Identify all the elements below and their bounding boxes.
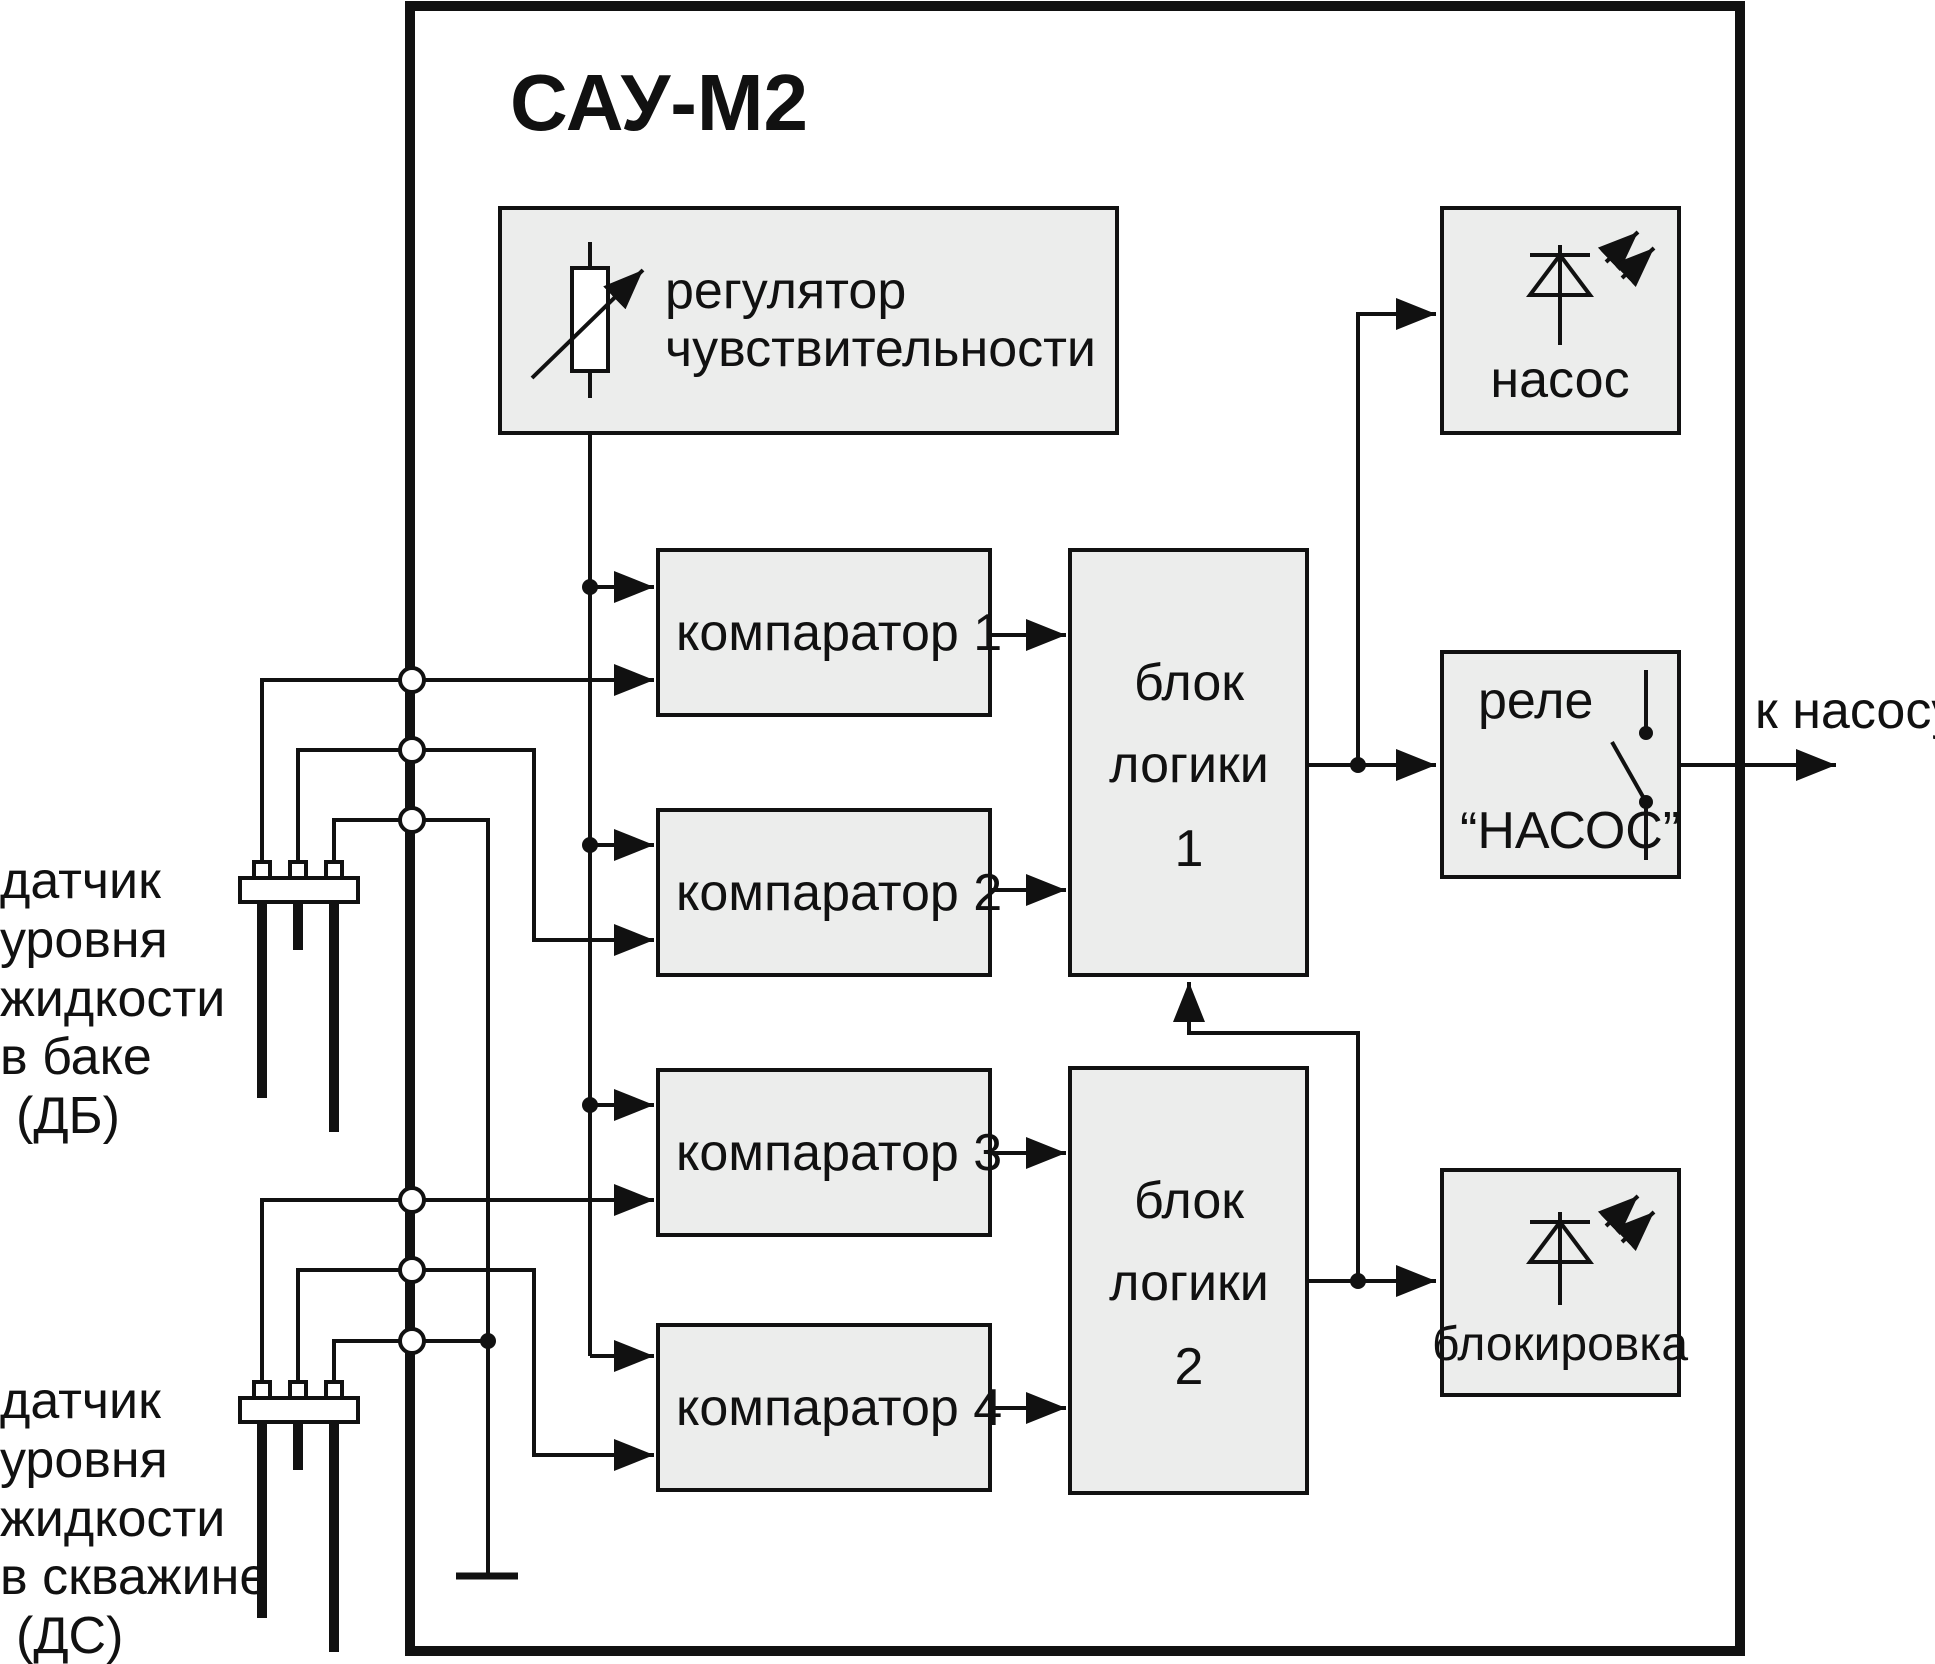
svg-text:уровня: уровня	[0, 911, 168, 969]
svg-text:логики: логики	[1109, 736, 1269, 794]
svg-text:компаратор 3: компаратор 3	[676, 1124, 1002, 1182]
adjust-arrow-icon	[530, 268, 645, 380]
svg-text:в баке: в баке	[0, 1028, 152, 1086]
comparator-1: компаратор 1	[656, 548, 1002, 717]
svg-text:жидкости: жидкости	[0, 1490, 225, 1548]
regulator-label-2: чувствительности	[665, 320, 1096, 378]
tank-sensor-probe	[238, 860, 360, 1132]
svg-text:компаратор 2: компаратор 2	[676, 864, 1002, 922]
led-icon	[1526, 230, 1656, 345]
comparator-2: компаратор 2	[656, 808, 1002, 977]
svg-text:блокировка: блокировка	[1432, 1318, 1688, 1371]
svg-text:насос: насос	[1490, 351, 1629, 409]
logic-block-1: блок логики 1	[1068, 548, 1309, 977]
svg-text:реле: реле	[1478, 672, 1593, 730]
device-title: САУ-М2	[510, 58, 808, 147]
svg-text:компаратор 1: компаратор 1	[676, 604, 1002, 662]
relay-contact-icon	[1610, 670, 1653, 860]
pump-relay: реле “НАСОС”	[1440, 650, 1681, 879]
sensitivity-regulator: регулятор чувствительности	[498, 206, 1119, 435]
svg-text:(ДБ): (ДБ)	[16, 1087, 120, 1145]
svg-text:1: 1	[1175, 820, 1204, 878]
regulator-label-1: регулятор	[665, 262, 906, 320]
block-indicator: блокировка	[1432, 1168, 1688, 1397]
svg-text:“НАСОС”: “НАСОС”	[1460, 802, 1680, 860]
svg-text:в скважине: в скважине	[0, 1548, 268, 1606]
svg-text:логики: логики	[1109, 1254, 1269, 1312]
svg-text:датчик: датчик	[0, 1372, 161, 1430]
led-icon	[1526, 1194, 1656, 1305]
well-sensor-probe	[238, 1380, 360, 1652]
logic-block-2: блок логики 2	[1068, 1066, 1309, 1495]
svg-text:(ДС): (ДС)	[16, 1607, 123, 1664]
comparator-3: компаратор 3	[656, 1068, 1002, 1237]
svg-text:2: 2	[1175, 1338, 1204, 1396]
svg-text:компаратор 4: компаратор 4	[676, 1379, 1002, 1437]
svg-text:блок: блок	[1134, 1172, 1244, 1230]
svg-text:жидкости: жидкости	[0, 970, 225, 1028]
well-sensor-label: датчик уровня жидкости в скважине (ДС)	[0, 1372, 268, 1664]
output-label: к насосу	[1755, 682, 1935, 740]
tank-sensor-label: датчик уровня жидкости в баке (ДБ)	[0, 852, 225, 1145]
pump-indicator: насос	[1440, 206, 1681, 435]
comparator-4: компаратор 4	[656, 1323, 1002, 1492]
svg-text:уровня: уровня	[0, 1431, 168, 1489]
svg-text:блок: блок	[1134, 654, 1244, 712]
svg-text:датчик: датчик	[0, 852, 161, 910]
